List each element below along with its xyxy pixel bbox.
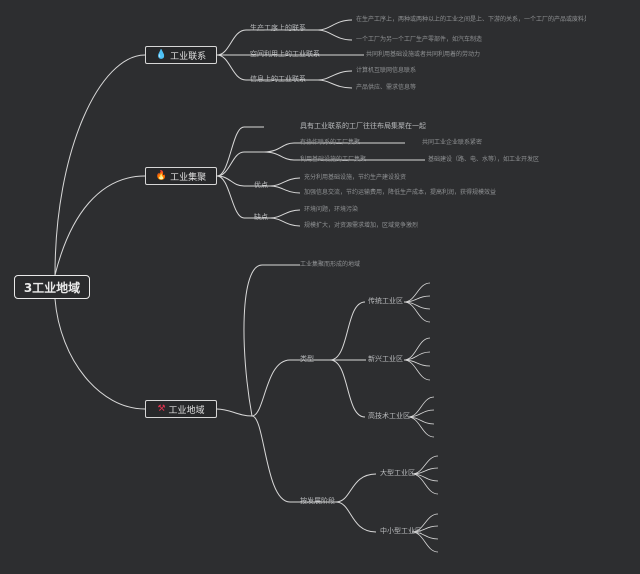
leaf-node[interactable]: 利用基础设施的工厂集聚 (300, 156, 367, 163)
branch-production-linkage[interactable]: 生产工序上的联系 (250, 24, 306, 32)
tools-icon: ⚒ (157, 403, 166, 414)
leaf-node[interactable]: 有协作联系的工厂集聚 (300, 139, 361, 146)
leaf-node[interactable]: 环境问题，环境污染 (304, 206, 359, 213)
leaf-node[interactable]: 充分利用基础设施，节约生产建设投资 (304, 174, 407, 181)
branch-node[interactable]: 工业集聚而形成的地域 (300, 261, 361, 268)
leaf-node[interactable]: 一个工厂为另一个工厂生产零部件，如汽车制造 (356, 36, 483, 43)
sub-branch-high-tech[interactable]: 高技术工业区 (368, 412, 410, 420)
branch-information-linkage[interactable]: 信息上的工业联系 (250, 75, 306, 83)
water-drop-icon: 💧 (155, 49, 168, 60)
sub-branch-traditional[interactable]: 传统工业区 (368, 297, 403, 305)
topic-industrial-region[interactable]: ⚒ 工业地域 (145, 400, 217, 418)
branch-types[interactable]: 类型 (300, 355, 314, 363)
topic-industrial-agglomeration[interactable]: 🔥 工业集聚 (145, 167, 217, 185)
branch-spatial-linkage[interactable]: 空间利用上的工业联系 (250, 50, 320, 58)
leaf-node[interactable]: 加强信息交流，节约运输费用，降低生产成本，提高利润，获得规模效益 (304, 189, 497, 196)
leaf-node[interactable]: 在生产工序上，两种或两种以上的工业之间是上、下游的关系，一个工厂的产品或废料是另… (356, 16, 586, 23)
branch-advantages[interactable]: 优点 (254, 181, 268, 189)
topic-label: 工业集聚 (170, 172, 207, 183)
leaf-node[interactable]: 计算机互联网信息联系 (356, 67, 417, 74)
sub-branch-emerging[interactable]: 新兴工业区 (368, 355, 403, 363)
leaf-node[interactable]: 规模扩大，对资源需求增加，区域竞争激烈 (304, 222, 419, 229)
sub-branch-small[interactable]: 中小型工业区 (380, 527, 422, 535)
branch-disadvantages[interactable]: 缺点 (254, 213, 268, 221)
fire-icon: 🔥 (155, 170, 168, 181)
root-topic[interactable]: 3工业地域 (14, 275, 90, 299)
leaf-node[interactable]: 基础建设（路、电、水等），如工业开发区 (428, 156, 540, 163)
topic-label: 工业地域 (168, 405, 205, 416)
leaf-node[interactable]: 产品供应、需求信息等 (356, 84, 417, 91)
sub-branch-large[interactable]: 大型工业区 (380, 469, 415, 477)
branch-development[interactable]: 按发展阶段 (300, 497, 335, 505)
leaf-node[interactable]: 共同工业企业联系紧密 (422, 139, 483, 146)
branch-node[interactable]: 具有工业联系的工厂往往布局集聚在一起 (300, 122, 426, 130)
topic-industrial-linkage[interactable]: 💧 工业联系 (145, 46, 217, 64)
leaf-node[interactable]: 共同利用基础设施或者共同利用着的劳动力 (366, 51, 481, 58)
topic-label: 工业联系 (170, 51, 207, 62)
